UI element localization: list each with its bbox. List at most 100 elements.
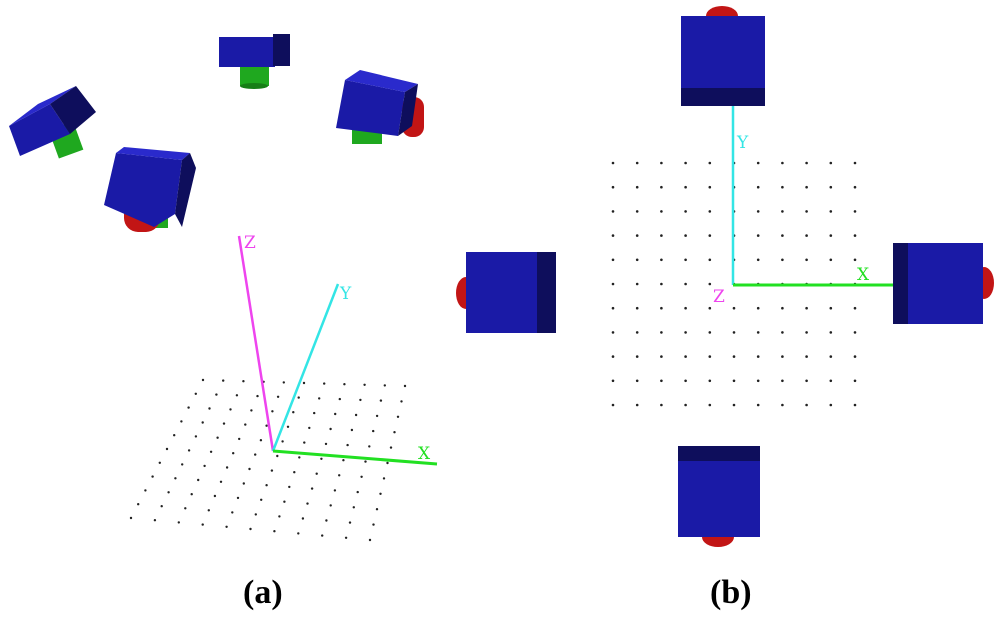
grid-dot — [286, 425, 290, 428]
grid-dot — [281, 440, 284, 443]
grid-dot — [684, 403, 687, 407]
grid-dot — [708, 403, 712, 407]
grid-dot — [254, 453, 257, 456]
grid-dot — [379, 399, 383, 402]
grid-dot — [732, 331, 736, 334]
body — [466, 252, 540, 333]
grid-dot — [283, 500, 286, 503]
grid-dot — [208, 407, 211, 410]
grid-dot — [368, 538, 372, 542]
body — [908, 243, 983, 324]
grid-dot — [805, 185, 808, 189]
grid-dot — [158, 461, 161, 464]
grid-dot — [708, 185, 712, 189]
grid-dot — [282, 381, 285, 384]
grid-dot — [684, 355, 687, 358]
grid-dot — [781, 403, 784, 407]
grid-dot — [708, 355, 712, 358]
panel-a: Z Y X — [9, 34, 438, 542]
grid-dot — [611, 306, 615, 310]
grid-dot — [853, 210, 857, 213]
grid-dot — [756, 379, 760, 383]
grid-dot — [756, 258, 760, 262]
grid-dot — [323, 382, 326, 385]
grid-dot — [708, 282, 712, 286]
body-edge — [537, 252, 556, 333]
grid-dot — [184, 507, 187, 510]
grid-dot — [781, 185, 784, 189]
grid-dot — [660, 355, 663, 358]
grid-dot — [375, 414, 379, 418]
grid-dot — [805, 258, 808, 262]
grid-dot — [660, 234, 663, 237]
grid-dot — [153, 519, 157, 522]
grid-dot — [805, 234, 808, 237]
grid-dot — [781, 210, 784, 213]
grid-dot — [853, 331, 857, 334]
grid-dot — [829, 331, 833, 334]
grid-dot — [684, 161, 687, 165]
x-axis-label-a: X — [418, 444, 431, 464]
grid-dot — [660, 161, 663, 165]
grid-dot — [368, 445, 371, 448]
grid-dot — [756, 355, 760, 358]
grid-dot — [611, 234, 615, 237]
z-axis-label-b: Z — [713, 287, 725, 307]
grid-dot — [265, 484, 268, 487]
grid-dot — [660, 282, 663, 286]
grid-dot — [301, 517, 305, 520]
grid-dot — [231, 511, 234, 514]
grid-dot — [329, 427, 332, 431]
grid-dot — [194, 435, 198, 438]
grid-dot — [254, 513, 257, 516]
dot-grid-a — [129, 378, 407, 542]
grid-dot — [829, 210, 833, 213]
grid-dot — [829, 355, 833, 358]
grid-dot — [829, 403, 833, 407]
grid-dot — [310, 487, 314, 490]
grid-dot — [805, 379, 808, 383]
body-side — [398, 84, 418, 136]
grid-dot — [660, 185, 663, 189]
grid-dot — [635, 282, 639, 286]
grid-dot — [756, 331, 760, 334]
grid-dot — [660, 403, 663, 407]
grid-dot — [635, 331, 639, 334]
body — [681, 16, 765, 91]
grid-dot — [635, 355, 639, 358]
grid-dot — [325, 519, 328, 522]
grid-dot — [403, 384, 407, 388]
grid-dot — [684, 258, 687, 262]
grid-dot — [611, 355, 615, 358]
grid-dot — [853, 258, 857, 262]
grid-dot — [315, 472, 318, 475]
grid-dot — [236, 496, 240, 500]
grid-dot — [356, 490, 359, 494]
grid-dot — [635, 258, 639, 262]
grid-dot — [400, 400, 403, 403]
grid-dot — [781, 258, 784, 262]
grid-dot — [313, 411, 316, 415]
grid-dot — [187, 406, 190, 409]
panel-b: Y X Z — [456, 6, 994, 547]
grid-dot — [853, 379, 857, 383]
axes-b: Y X Z — [713, 106, 893, 307]
grid-dot — [232, 452, 235, 455]
camera-b-right — [893, 243, 994, 324]
grid-dot — [781, 379, 784, 383]
grid-dot — [165, 447, 169, 451]
grid-dot — [684, 210, 687, 213]
grid-dot — [829, 379, 833, 383]
grid-dot — [805, 331, 808, 334]
grid-dot — [386, 461, 389, 465]
grid-dot — [393, 431, 396, 434]
grid-dot — [334, 412, 337, 416]
grid-dot — [201, 421, 204, 424]
caption-a: (a) — [243, 574, 283, 611]
grid-dot — [611, 258, 615, 262]
grid-dot — [781, 331, 784, 334]
grid-dot — [298, 456, 301, 459]
grid-dot — [372, 523, 375, 526]
grid-dot — [853, 403, 857, 407]
